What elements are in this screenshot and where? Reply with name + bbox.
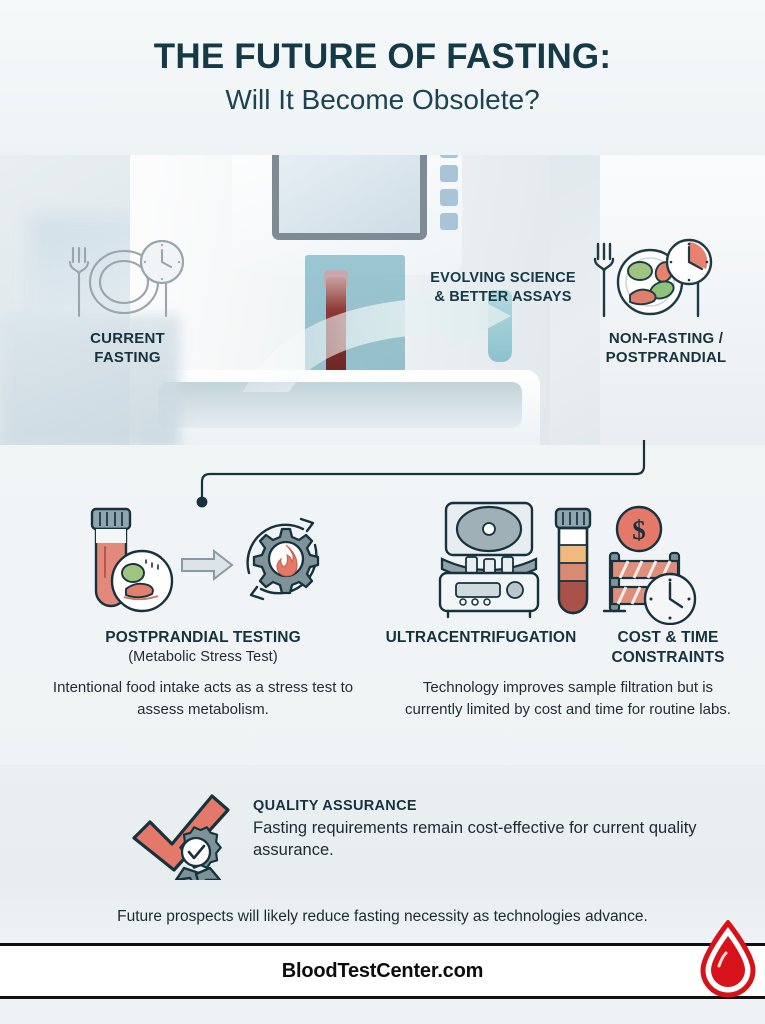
gear-flame-metabolism-icon xyxy=(246,517,320,601)
right-arrow-icon xyxy=(181,548,234,582)
layered-sample-tube-icon xyxy=(554,507,592,615)
centrifuge-icon xyxy=(438,501,540,619)
hero-left-label: CURRENT FASTING xyxy=(90,330,165,366)
hero-analyzer-tray xyxy=(140,370,540,445)
hero-analyzer-buttons xyxy=(440,155,458,231)
hero-analyzer-screen xyxy=(272,155,427,240)
svg-text:$: $ xyxy=(632,515,646,545)
postprandial-icon-group xyxy=(78,503,323,623)
hero-image-section xyxy=(0,155,765,445)
header-section: THE FUTURE OF FASTING: Will It Become Ob… xyxy=(0,0,765,155)
quality-assurance-text: QUALITY ASSURANCE Fasting requirements r… xyxy=(253,798,723,862)
quality-assurance-section xyxy=(0,765,765,890)
cost-time-heading: COST & TIME CONSTRAINTS xyxy=(611,629,725,667)
footer-section: BloodTestCenter.com xyxy=(0,946,765,996)
brand-name: BloodTestCenter.com xyxy=(281,959,484,982)
footer-rule-top xyxy=(0,943,765,946)
quality-assurance-title: QUALITY ASSURANCE xyxy=(253,798,417,814)
postprandial-heading: POSTPRANDIAL TESTING (Metabolic Stress T… xyxy=(38,628,368,667)
closing-statement-section: Future prospects will likely reduce fast… xyxy=(0,890,765,943)
barrier-dollar-clock-icon: $ xyxy=(602,505,697,626)
checkmark-award-ribbon-icon xyxy=(128,788,232,890)
quality-assurance-body: Fasting requirements remain cost-effecti… xyxy=(253,819,697,860)
page-title: THE FUTURE OF FASTING: xyxy=(153,36,612,76)
plate-fork-knife-clock-icon xyxy=(62,239,187,330)
blood-tube-food-icon xyxy=(90,507,174,613)
middle-section: $ xyxy=(0,445,765,765)
flow-connector-line xyxy=(0,438,765,520)
postprandial-body-text: Intentional food intake acts as a stress… xyxy=(52,679,354,718)
hero-right-label: NON-FASTING / POSTPRANDIAL xyxy=(605,330,727,366)
ultracentrifugation-icon-group: $ xyxy=(308,495,707,630)
postprandial-subheading: (Metabolic Stress Test) xyxy=(128,649,278,666)
footer-rule-bottom xyxy=(0,996,765,999)
footer-bottom-strip xyxy=(0,999,765,1024)
blood-drop-icon xyxy=(697,919,759,1003)
curved-transition-arrow-icon xyxy=(235,280,575,395)
arrow-banner-text: EVOLVING SCIENCE & BETTER ASSAYS xyxy=(430,270,576,305)
ultracentrifugation-body-text: Technology improves sample filtration bu… xyxy=(405,679,731,718)
food-plate-clock-icon xyxy=(588,238,718,331)
hero-background-blur-lower xyxy=(0,315,180,445)
hero-tray-inner xyxy=(158,382,522,428)
page-subtitle: Will It Become Obsolete? xyxy=(225,84,540,116)
closing-statement-text: Future prospects will likely reduce fast… xyxy=(117,907,648,925)
ultracentrifugation-heading: ULTRACENTRIFUGATION xyxy=(385,629,577,646)
